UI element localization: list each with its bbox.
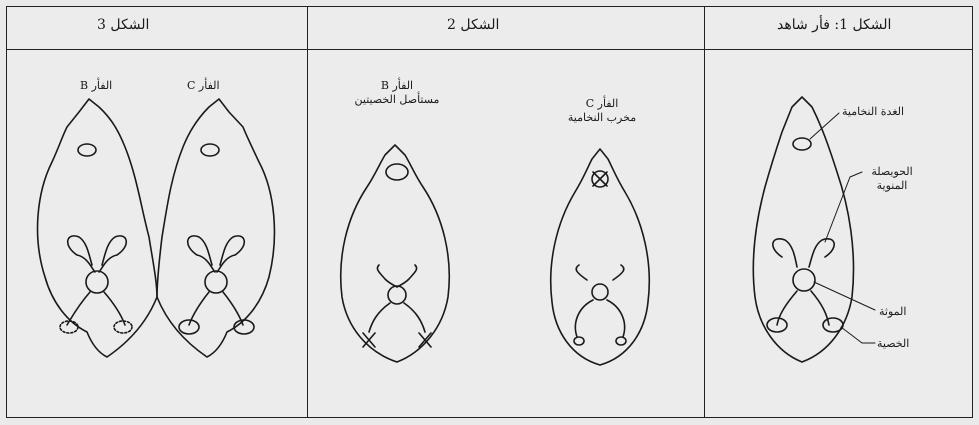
panel3-mouse-c-pituitary <box>201 144 219 156</box>
panel2-mouse-b-prostate <box>388 286 406 304</box>
panel1-mouse-vesicles <box>773 239 834 267</box>
panel3-mouse-c-ducts <box>189 292 243 325</box>
panel1-control-mouse <box>753 97 875 362</box>
panel2-label-mouse-b: الفأر B <box>347 79 447 92</box>
panel3-mouse-c-testis-right <box>234 320 254 334</box>
panel1-mouse-pituitary <box>793 138 811 150</box>
panel3-mouse-c-body <box>157 99 274 357</box>
panel2-label-mouse-b-desc: مستأصل الخصيتين <box>337 93 457 106</box>
panel3-mouse-b-ducts <box>67 292 125 325</box>
panel2-mouse-b-removed-testes <box>363 333 431 347</box>
leader-testis <box>841 327 875 343</box>
panel1-mouse-testis-right <box>823 318 843 332</box>
panel2-mouse-c-vesicles <box>576 265 624 280</box>
panel2-mouse-c-testis-left <box>574 337 584 345</box>
panel1-mouse-prostate <box>793 269 815 291</box>
panel3-label-mouse-c: الفأر C <box>187 79 220 92</box>
panel1-label-testis: الخصية <box>877 337 909 350</box>
panel2-mouse-c-body <box>551 149 650 365</box>
panel1-label-prostate: الموثة <box>879 305 906 318</box>
panel2-mouse-b-ducts <box>369 303 425 332</box>
panel3-mouse-c-testis-left <box>179 320 199 334</box>
panel2-mouse-c-ducts <box>575 300 624 337</box>
leader-prostate <box>814 282 875 310</box>
panel2-mouse-b <box>341 145 450 362</box>
panel1-label-vesicle-2: المنوية <box>862 179 922 192</box>
panel2-mouse-b-pituitary <box>386 164 408 180</box>
panel2-label-mouse-c: الفأر C <box>552 97 652 110</box>
panel2-mouse-c-testis-right <box>616 337 626 345</box>
figure-frame: الشكل 3 الشكل 2 الشكل 1: فأر شاهد <box>6 6 973 418</box>
panel3-mouse-b-vesicles <box>68 236 127 272</box>
panel2-mouse-c <box>551 149 650 365</box>
panel2-mouse-c-prostate <box>592 284 608 300</box>
panel3-mouse-b-prostate <box>86 271 108 293</box>
panel3-mice <box>38 99 275 357</box>
panel2-label-mouse-c-desc: مخرب النخامية <box>547 111 657 124</box>
leader-vesicle <box>825 172 862 242</box>
panel2-mouse-b-vesicles <box>377 265 416 287</box>
panel3-mouse-c-vesicles <box>188 236 245 272</box>
panel3-mouse-b-pituitary <box>78 144 96 156</box>
panel2-mouse-c-destroyed-mark <box>593 172 607 186</box>
panel3-mouse-b-testis-right <box>114 321 132 333</box>
panel3-label-mouse-b: الفأر B <box>80 79 112 92</box>
panel1-label-vesicle-1: الحويصلة <box>862 165 922 178</box>
mouse-drawings <box>7 7 974 419</box>
panel2-mouse-b-body <box>341 145 450 362</box>
panel1-label-pituitary: الغدة النخامية <box>842 105 904 118</box>
panel3-mouse-c-prostate <box>205 271 227 293</box>
panel3-mouse-b-body <box>38 99 157 357</box>
